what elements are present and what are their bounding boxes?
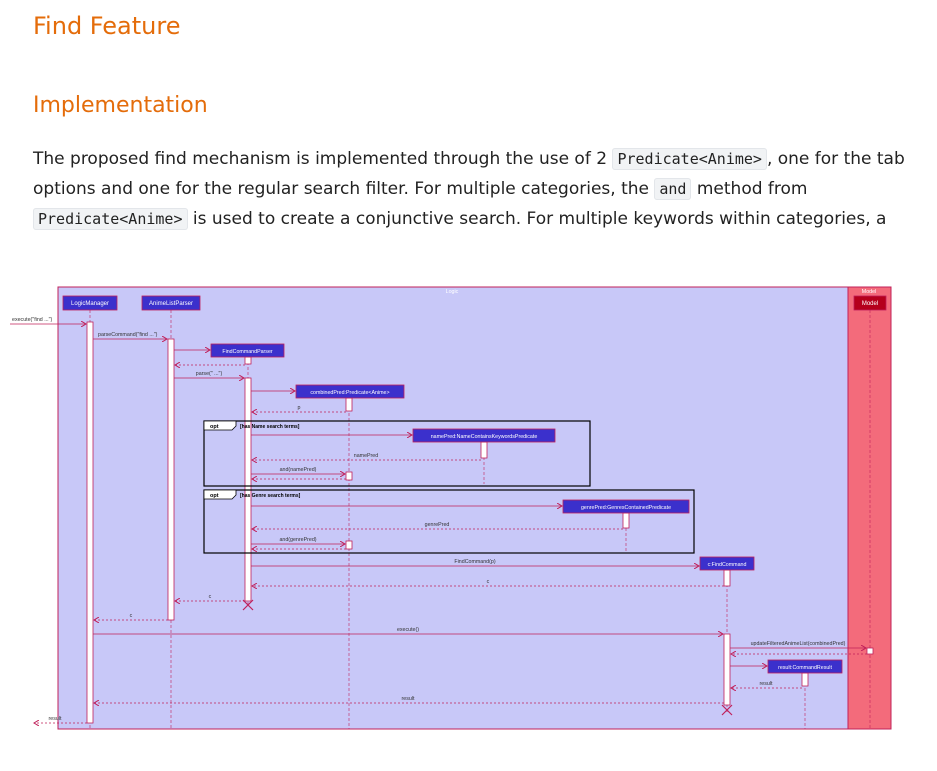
model-frame [847, 286, 892, 730]
object-command-result [767, 659, 843, 674]
ret-c-2-label: c [209, 594, 212, 600]
implementation-paragraph: The proposed find mechanism is implement… [33, 144, 908, 234]
ret-name-pred-label: namePred [354, 453, 378, 459]
opt-fragment-name-tab [203, 420, 237, 431]
destroy-find-command-parser [242, 599, 254, 611]
ret-result-2-label: result [402, 696, 415, 702]
logic-frame [57, 286, 849, 730]
paragraph-text-4: is used to create a conjunctive search. … [187, 209, 887, 229]
opt-fragment-name-keyword: opt [210, 424, 219, 430]
section-heading: Implementation [33, 93, 208, 118]
opt-fragment-genre-tab [203, 489, 237, 500]
ret-result-3-label: result [49, 716, 62, 722]
msg-update-filtered-label: updateFilteredAnimeList(combinedPred) [751, 641, 846, 647]
object-command-result-label: result:CommandResult [778, 665, 832, 671]
activation-model [866, 647, 874, 655]
object-combined-pred [295, 384, 405, 399]
destroy-find-command [721, 704, 733, 716]
inline-code-predicate-2: Predicate<Anime> [33, 208, 188, 230]
opt-fragment-genre-keyword: opt [210, 493, 219, 499]
msg-find-command-p-label: FindCommand(p) [454, 559, 495, 565]
ret-c-1-label: c [487, 579, 490, 585]
activation-combined-pred-2 [345, 471, 353, 481]
msg-execute-label: execute() [397, 627, 419, 633]
inline-code-and: and [654, 178, 692, 200]
activation-combined-pred-1 [345, 397, 353, 412]
logic-frame-label: Logic [446, 289, 459, 295]
inline-code-predicate: Predicate<Anime> [612, 148, 767, 170]
ret-p-label: p [298, 405, 301, 411]
activation-name-pred [480, 441, 488, 459]
object-name-pred [412, 428, 556, 443]
msg-parse-command-label: parseCommand("find ...") [98, 332, 158, 338]
participant-anime-list-parser-label: AnimeListParser [149, 301, 193, 307]
page-title: Find Feature [33, 12, 181, 40]
activation-find-command [723, 569, 731, 587]
ret-genre-pred-label: genrePred [425, 522, 450, 528]
activation-combined-pred-3 [345, 540, 353, 550]
opt-fragment-genre-guard: [has Genre search terms] [240, 493, 301, 499]
model-frame-label: Model [862, 289, 876, 295]
activation-genre-pred [622, 512, 630, 529]
activation-anime-list-parser [167, 338, 175, 621]
object-find-command [699, 556, 755, 571]
object-genre-pred [562, 499, 690, 514]
msg-parse-label: parse(" ...") [196, 371, 223, 377]
object-find-command-parser [210, 343, 285, 358]
msg-and-genre-pred-label: and(genrePred) [279, 537, 316, 543]
ret-c-3-label: c [130, 613, 133, 619]
opt-fragment-genre [203, 489, 695, 554]
object-combined-pred-label: combinedPred:Predicate<Anime> [310, 390, 389, 396]
paragraph-text-2: , one for the tab options and one for th… [33, 149, 905, 199]
object-genre-pred-label: genrePred:GenresContainedPredicate [581, 505, 671, 511]
activation-command-result [801, 672, 809, 687]
opt-fragment-name [203, 420, 591, 487]
paragraph-text-3: method from [691, 179, 808, 199]
participant-logic-manager-label: LogicManager [71, 301, 109, 307]
ret-result-1-label: result [760, 681, 773, 687]
msg-and-name-pred-label: and(namePred) [280, 467, 317, 473]
opt-fragment-name-guard: [has Name search terms] [240, 424, 300, 430]
object-find-command-parser-label: FindCommandParser [222, 349, 273, 355]
participant-model-label: Model [862, 301, 878, 307]
activation-logic-manager [86, 321, 94, 724]
activation-find-command-2 [723, 633, 731, 706]
object-find-command-label: c:FindCommand [708, 562, 747, 568]
object-name-pred-label: namePred:NameContainsKeywordsPredicate [431, 434, 538, 440]
activation-find-command-parser [244, 356, 252, 365]
paragraph-text-1: The proposed find mechanism is implement… [33, 149, 613, 169]
msg-execute-find-label: execute("find ...") [12, 317, 53, 323]
